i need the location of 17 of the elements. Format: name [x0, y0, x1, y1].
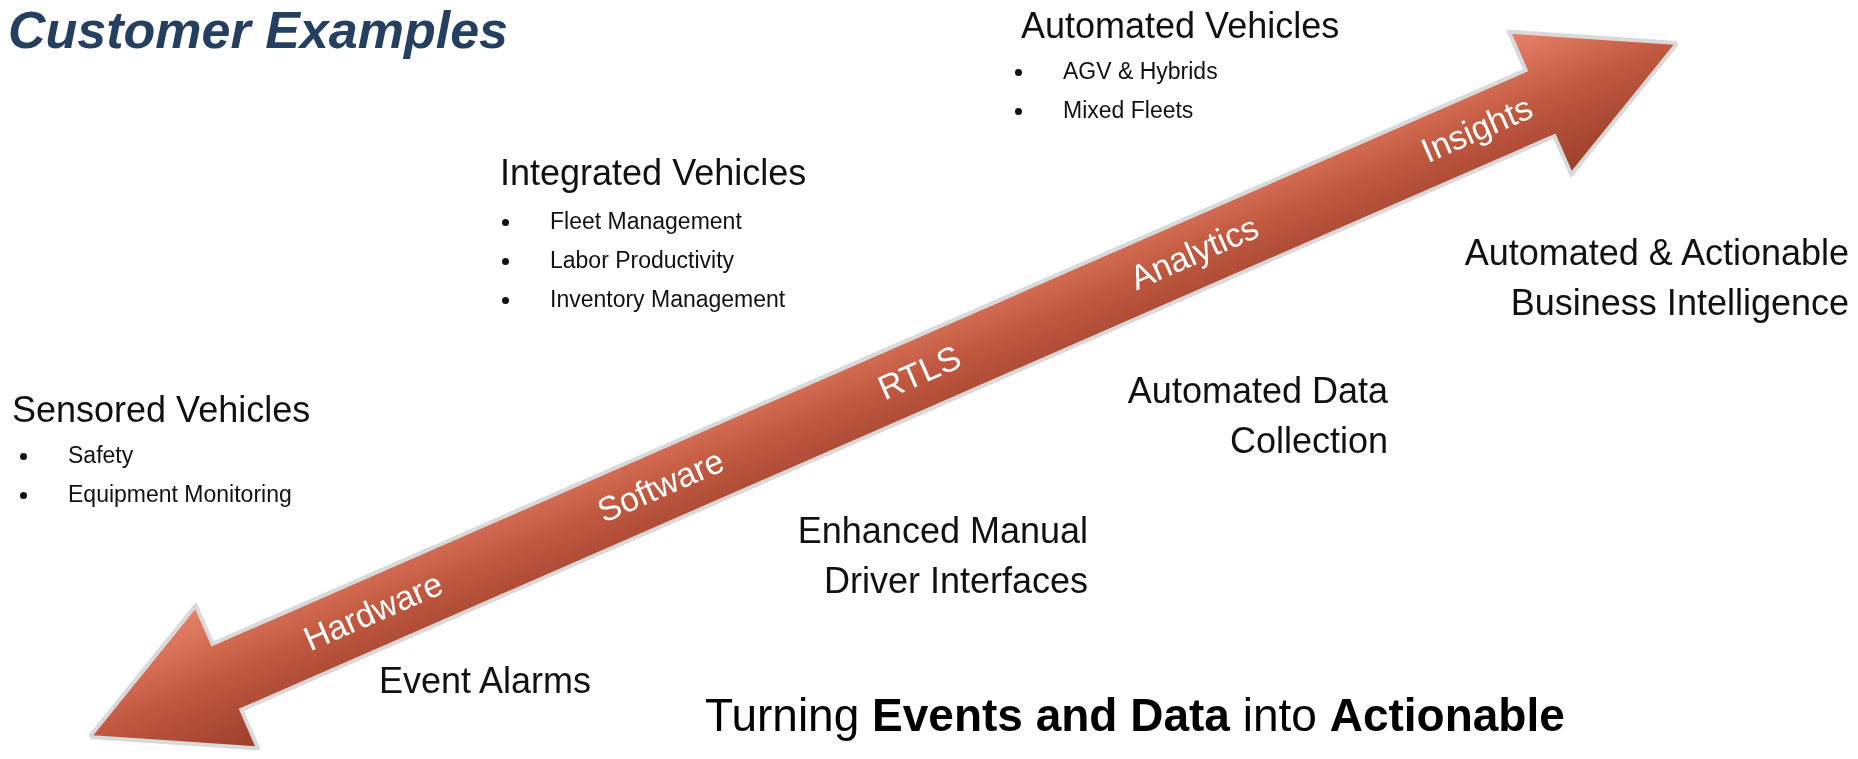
bullet-item: Equipment Monitoring	[68, 481, 292, 508]
bullet-item: Fleet Management	[550, 208, 742, 235]
arrow-label: RTLS	[871, 336, 967, 408]
heading-text: Integrated Vehicles	[500, 152, 807, 194]
heading-text: Automated & Actionable Business Intelligence	[1463, 231, 1849, 325]
bullet-item: Safety	[68, 442, 134, 469]
bullet-item: Labor Productivity	[550, 247, 735, 274]
heading-text: Automated Vehicles	[1021, 5, 1340, 47]
caption-text: Turning Events and Data into Actionable	[705, 688, 1565, 742]
heading-text: Enhanced Manual Driver Interfaces	[796, 509, 1088, 603]
bullet-item: AGV & Hybrids	[1063, 58, 1218, 85]
bullet-item: Inventory Management	[550, 286, 786, 313]
bullet-item: Mixed Fleets	[1063, 97, 1194, 124]
title: Customer Examples	[8, 0, 508, 60]
heading-text: Event Alarms	[379, 660, 592, 702]
heading-text: Automated Data Collection	[1126, 369, 1388, 463]
heading-text: Sensored Vehicles	[12, 389, 311, 431]
